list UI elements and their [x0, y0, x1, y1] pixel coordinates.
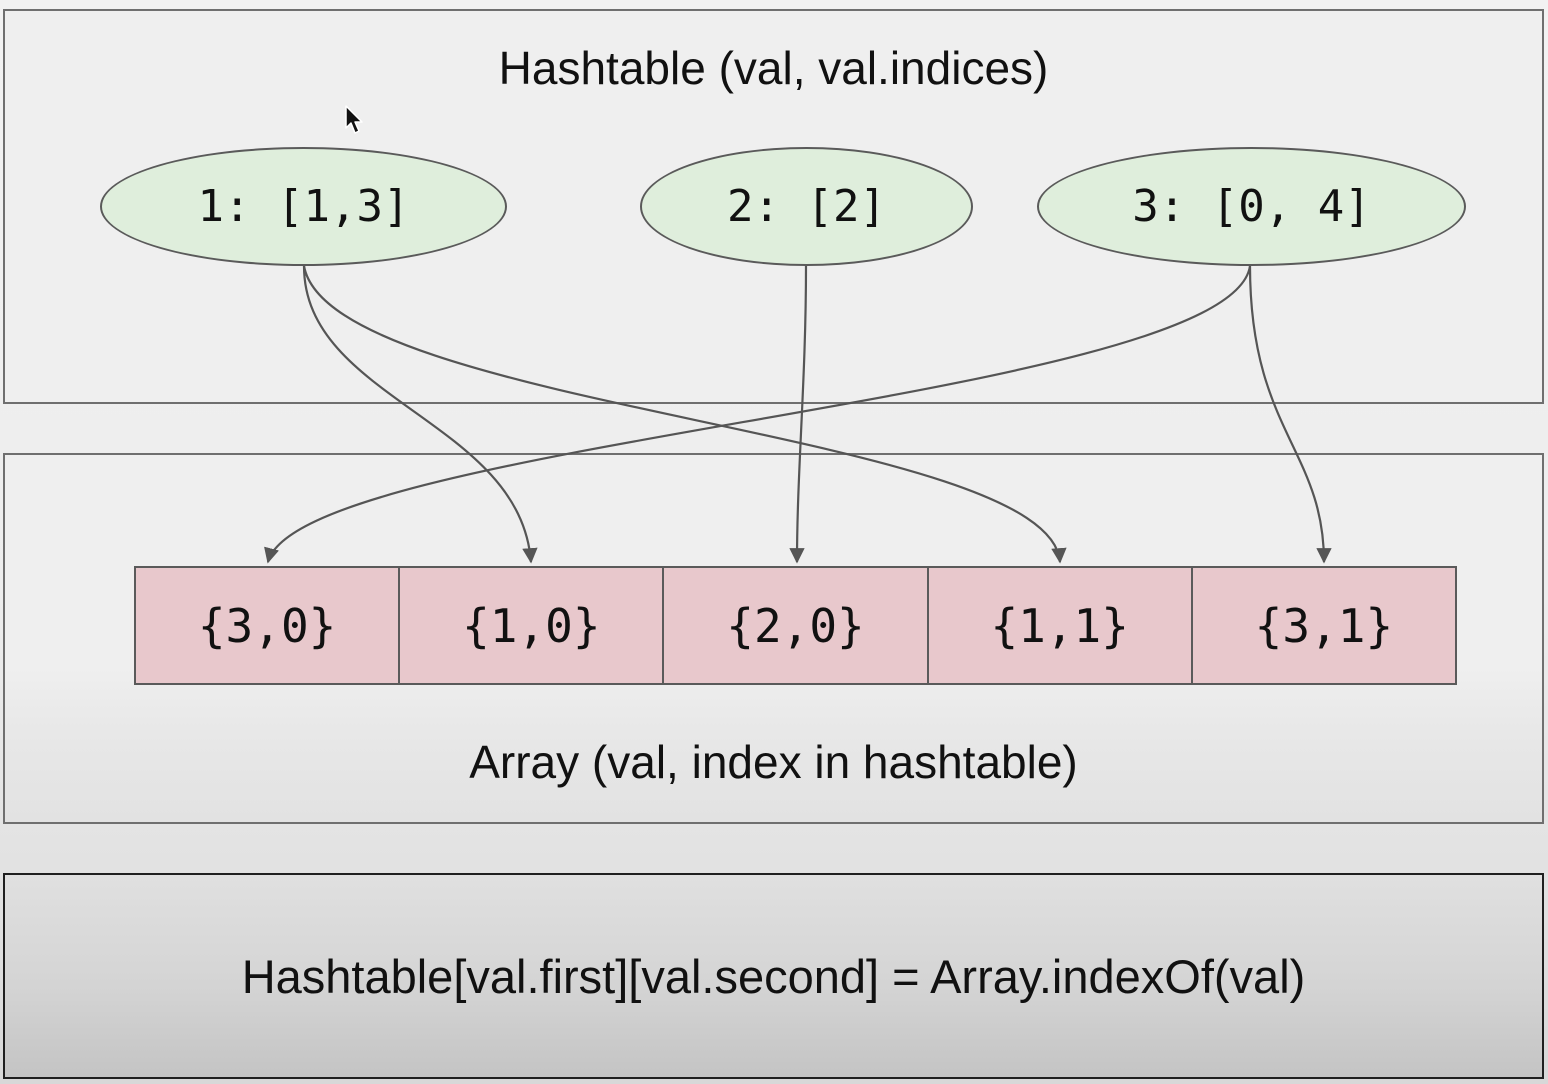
hashtable-title: Hashtable (val, val.indices) [498, 42, 1049, 94]
hash-node-2: 2: [2] [640, 147, 973, 266]
array-title: Array (val, index in hashtable) [469, 736, 1078, 788]
array-cell-2: {2,0} [664, 568, 929, 683]
array-cell-4: {3,1} [1254, 598, 1394, 653]
array-cell-0: {3,0} [136, 568, 401, 683]
array-cell-1: {1,0} [400, 568, 665, 683]
hash-node-1: 1: [1,3] [100, 147, 507, 266]
array-row: {3,0} {1,0} {2,0} {1,1} {3,1} [134, 566, 1457, 685]
array-cell-3: {1,1} [929, 568, 1193, 683]
mouse-pointer-icon [345, 105, 363, 134]
formula-panel: Hashtable[val.first][val.second] = Array… [3, 873, 1544, 1079]
hash-node-3: 3: [0, 4] [1037, 147, 1466, 266]
formula-text: Hashtable[val.first][val.second] = Array… [241, 950, 1306, 1003]
